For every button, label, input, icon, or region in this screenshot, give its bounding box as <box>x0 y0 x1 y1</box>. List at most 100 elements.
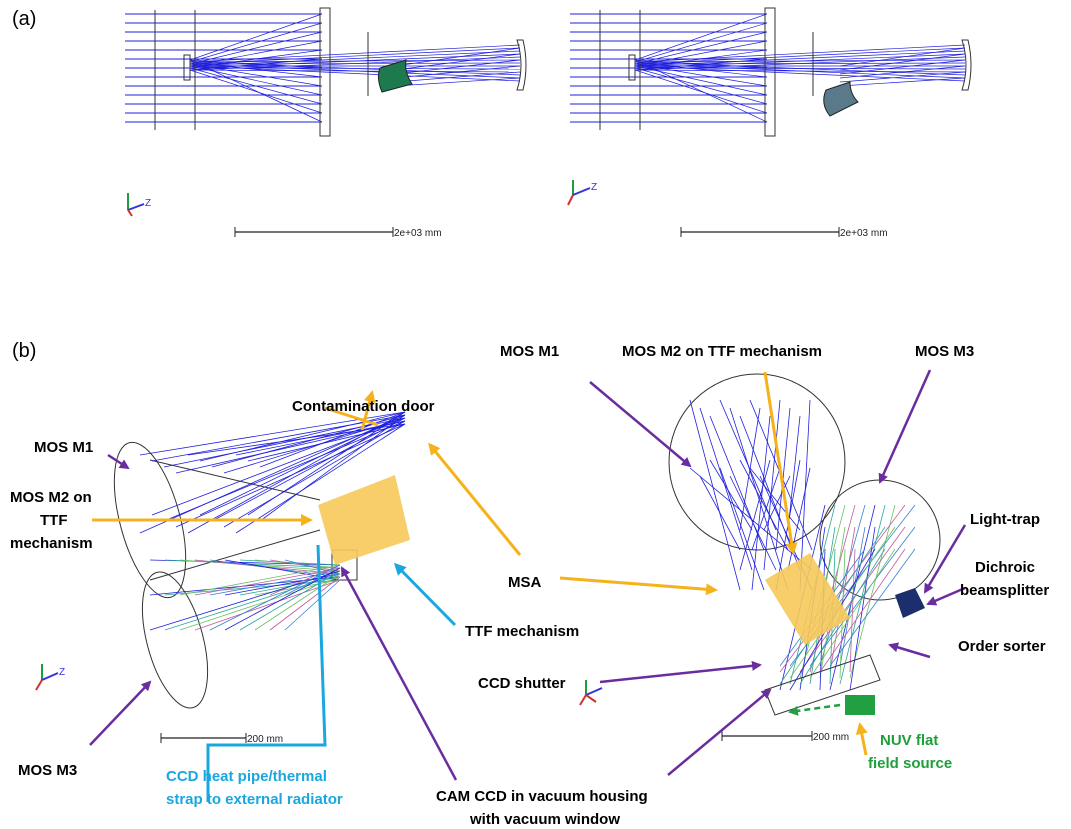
ray-line <box>187 411 406 534</box>
arrow-to-cam-ccd-right <box>667 688 772 776</box>
ray-line <box>199 411 406 462</box>
ray-line <box>739 407 761 531</box>
ray-line <box>259 414 406 522</box>
ray-line <box>284 559 341 575</box>
ray-line <box>634 61 768 78</box>
ray-line <box>189 67 323 105</box>
scale-label: 200 mm <box>813 732 849 743</box>
arrow-to-ccd-shutter <box>599 660 762 684</box>
label-ttf-mechanism: TTF mechanism <box>465 623 579 640</box>
secondary-mirror-outline <box>183 54 191 81</box>
label-nuv-2: field source <box>868 755 952 772</box>
ray-line <box>809 526 916 667</box>
ray-line <box>259 411 406 468</box>
arrow-to-light-trap <box>923 524 967 594</box>
ray-line <box>189 63 323 87</box>
arrow-to-contamination-door <box>360 390 376 431</box>
ray-line <box>394 71 521 83</box>
ray-line <box>763 399 781 571</box>
arrow-to-right-mos-m2 <box>763 371 798 555</box>
arrow-to-right-mos-m3 <box>878 369 932 484</box>
scale-bar-a-left: 2e+03 mm <box>234 227 442 239</box>
arrow-to-order-sorter <box>888 642 931 659</box>
arrow-to-right-mos-m1 <box>589 381 692 468</box>
axis-triad-a-right: Z <box>567 180 597 206</box>
scale-bar-b-left: 200 mm <box>160 733 283 745</box>
ray-line <box>247 411 406 516</box>
ray-line <box>689 399 741 591</box>
label-mos-m3-left: MOS M3 <box>18 762 77 779</box>
arrow-msa-to-right <box>559 576 718 596</box>
arrow-to-mos-m3 <box>89 680 152 746</box>
label-mos-m2-left-3: mechanism <box>10 535 93 552</box>
ray-line <box>634 40 768 67</box>
label-mos-m2-ttf-right: MOS M2 on TTF mechanism <box>622 343 822 360</box>
ray-line <box>269 564 341 596</box>
ray-line <box>787 415 801 531</box>
ray-line <box>394 65 521 79</box>
axis-z-label: Z <box>145 198 151 209</box>
ray-line <box>199 414 406 516</box>
panel-label-b: (b) <box>12 340 37 362</box>
ray-line <box>223 420 406 528</box>
ray-line <box>187 423 406 456</box>
panel-a-right-layout <box>570 7 972 137</box>
ray-line <box>839 47 966 67</box>
label-nuv-1: NUV flat <box>880 732 938 749</box>
label-mos-m2-left-2: TTF <box>40 512 68 529</box>
label-contamination-door: Contamination door <box>292 398 435 415</box>
ray-line <box>189 13 323 61</box>
ray-line <box>739 459 771 571</box>
arrow-to-ttf-mechanism <box>393 562 457 627</box>
ray-line <box>739 459 789 551</box>
ray-line <box>799 526 906 673</box>
contamination-door-bar <box>324 406 379 427</box>
arrow-msa-to-left <box>428 442 522 556</box>
scale-bar-b-right: 200 mm <box>721 731 849 743</box>
ccd-shutter-housing <box>764 654 881 716</box>
axis-z-label: Z <box>591 182 597 193</box>
ray-line <box>779 504 906 673</box>
ray-line <box>211 417 406 522</box>
panel-b-right-layout <box>668 373 941 716</box>
axis-triad-b-right <box>579 680 603 706</box>
axis-triad-b-left: Z <box>35 664 65 691</box>
nuv-dashed-arrow <box>788 703 841 716</box>
ray-line <box>839 504 886 685</box>
ray-line <box>634 63 768 87</box>
label-mos-m2-left-1: MOS M2 on <box>10 489 92 506</box>
msa-block <box>318 475 410 565</box>
ray-line <box>849 504 896 679</box>
msa-block <box>765 553 850 645</box>
ray-line <box>819 504 866 667</box>
ray-line <box>634 59 966 63</box>
ray-line <box>194 567 341 596</box>
ray-line <box>189 65 323 96</box>
ray-line <box>163 420 406 522</box>
panel-label-a: (a) <box>12 8 37 30</box>
label-msa: MSA <box>508 574 542 591</box>
label-mos-m1-right: MOS M1 <box>500 343 559 360</box>
camera-block <box>377 59 413 93</box>
ray-line <box>189 61 521 76</box>
ray-line <box>634 65 768 96</box>
heat-pipe-line <box>206 544 327 802</box>
ray-line <box>634 63 966 79</box>
ray-line <box>719 467 765 591</box>
ray-line <box>849 526 876 691</box>
ray-line <box>829 526 856 673</box>
ray-line <box>634 67 768 105</box>
ray-line <box>194 579 341 631</box>
ray-trace-a-right <box>570 13 966 123</box>
ray-line <box>394 77 521 87</box>
ray-line <box>751 415 771 591</box>
scale-label: 200 mm <box>247 734 283 745</box>
scale-label: 2e+03 mm <box>840 228 888 239</box>
label-mos-m3-right: MOS M3 <box>915 343 974 360</box>
ray-line <box>247 423 406 462</box>
ray-line <box>224 567 341 631</box>
ray-fan-b-left <box>149 559 341 631</box>
label-light-trap: Light-trap <box>970 511 1040 528</box>
primary-mirror-outline <box>319 7 331 137</box>
